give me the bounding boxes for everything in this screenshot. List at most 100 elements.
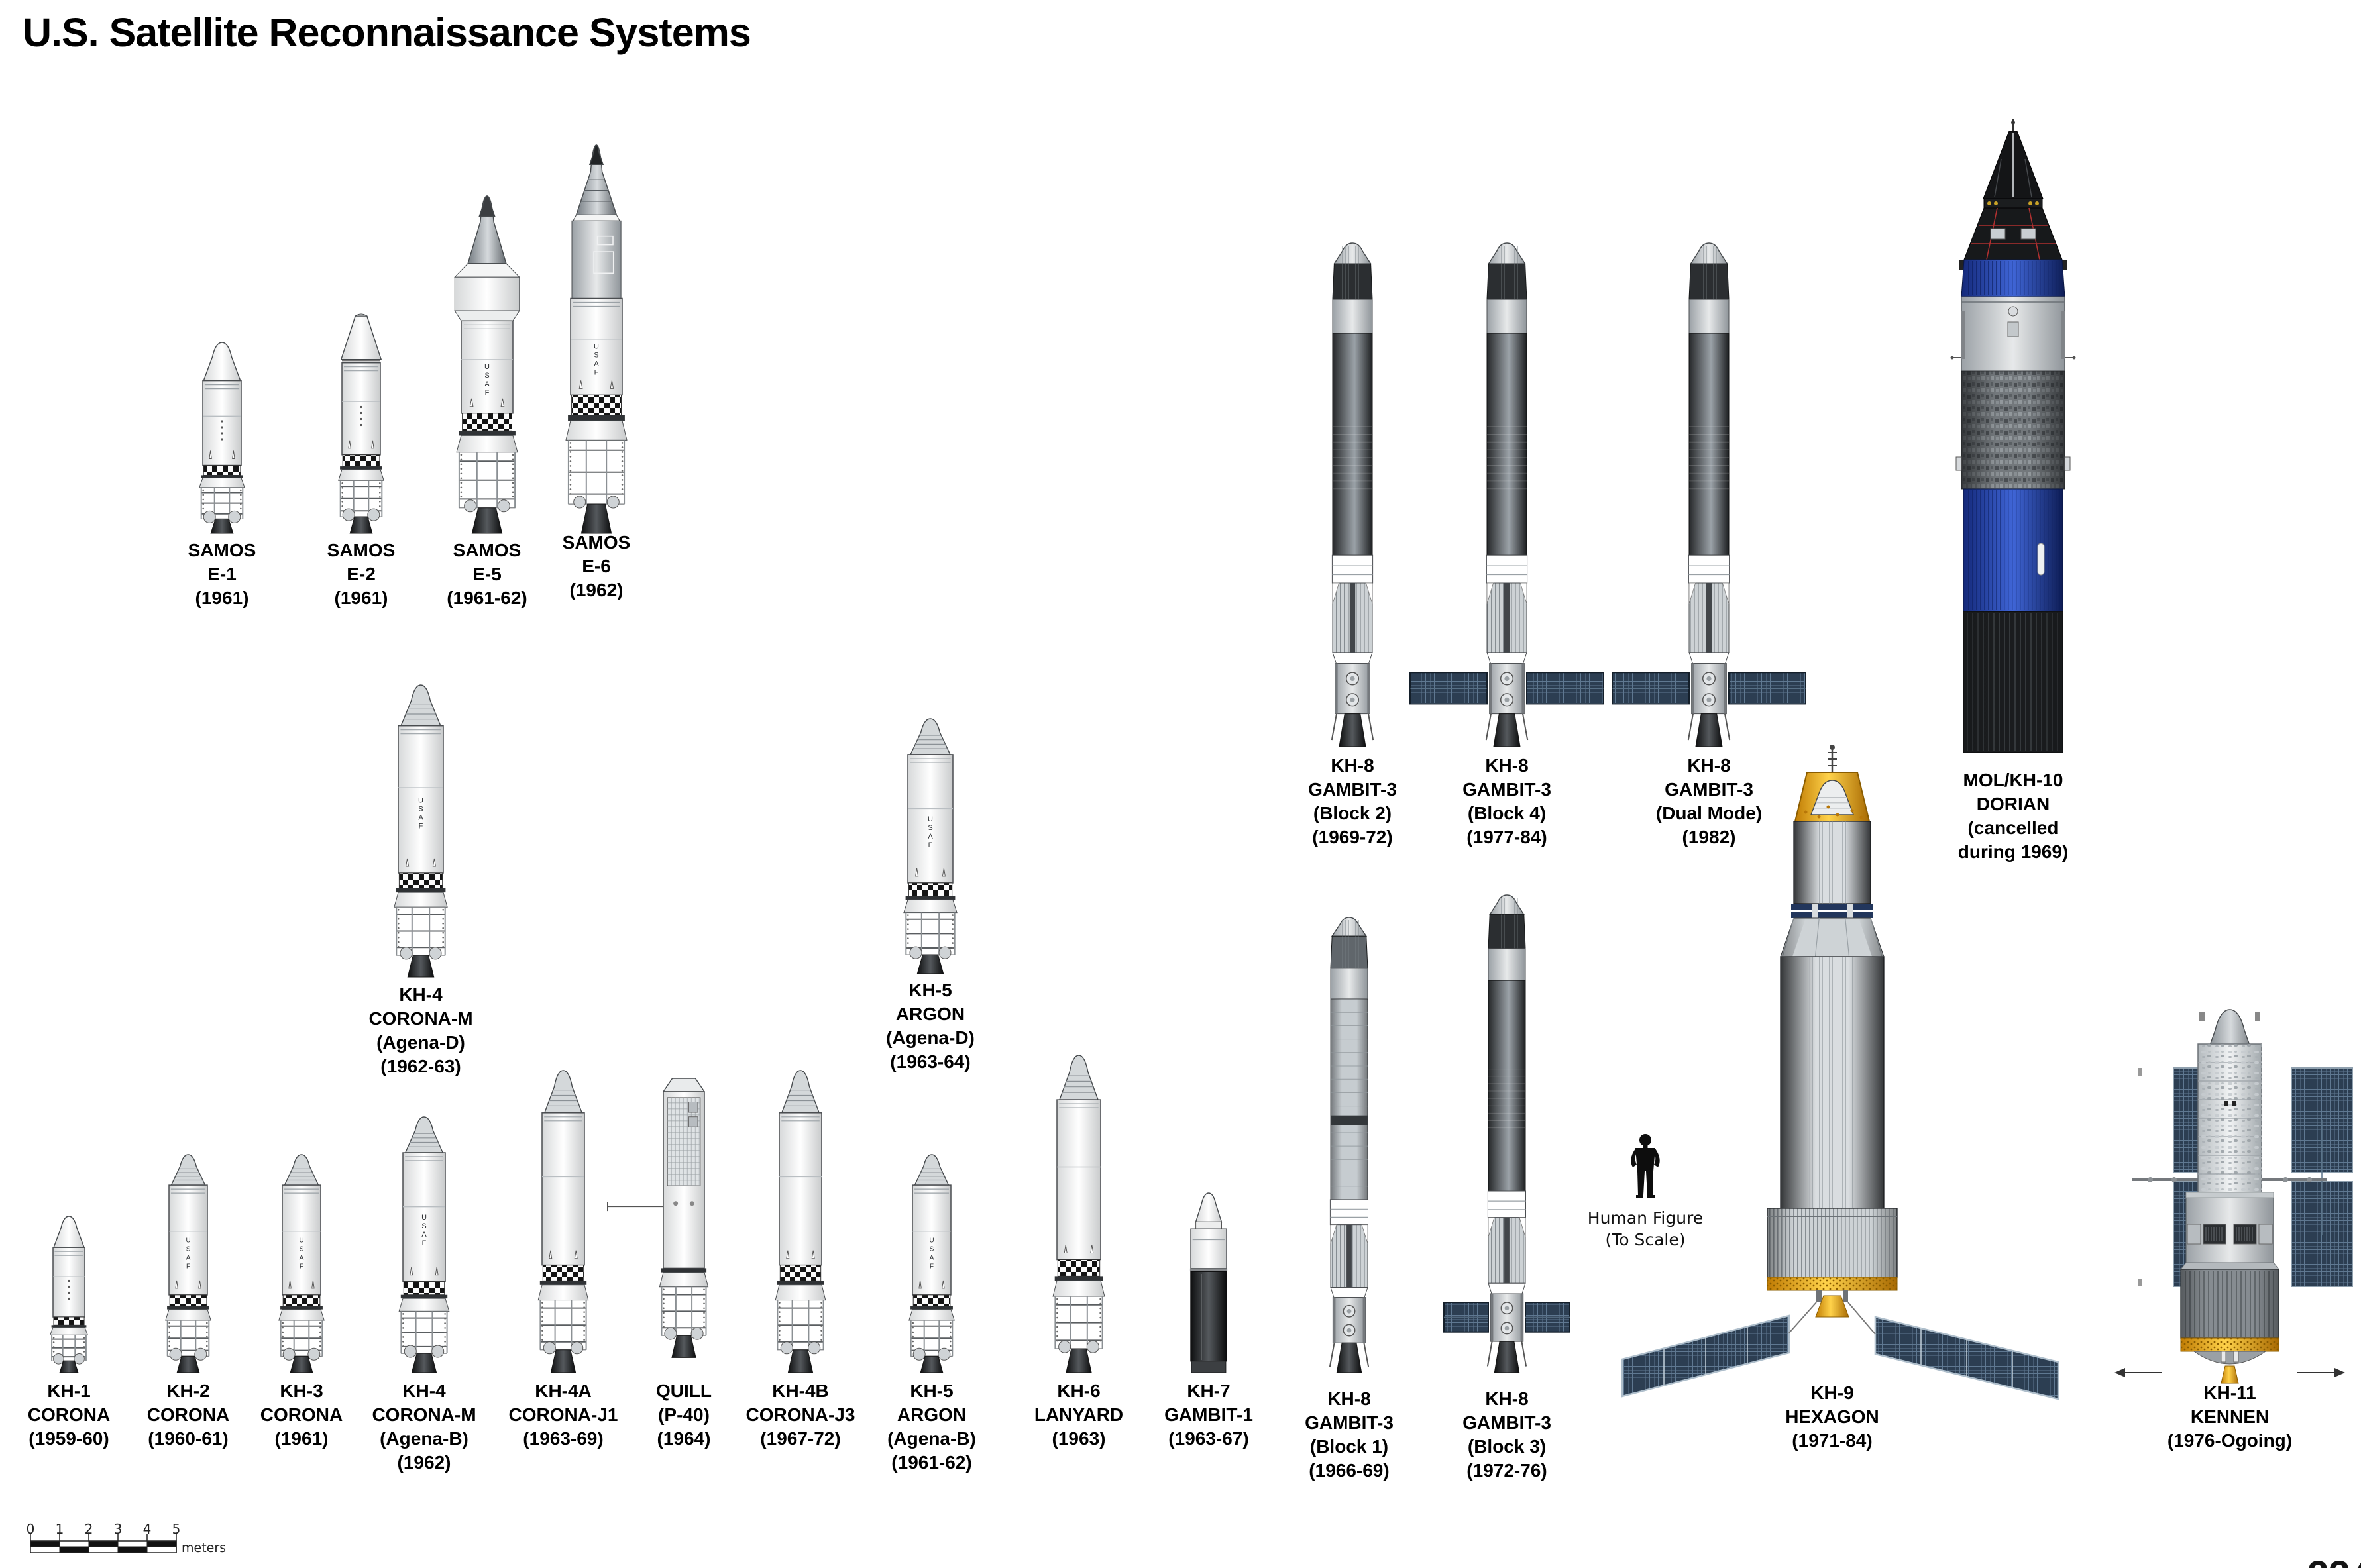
scale-tick-3: 3 (113, 1521, 123, 1537)
kh11-kennen-drawing (2114, 1009, 2353, 1384)
human-figure-label-line: (To Scale) (1605, 1230, 1686, 1249)
kh8-gambit-3-block-3-label-line: KH-8 (1485, 1388, 1529, 1409)
mol-kh10-dorian-label-line: (cancelled (1967, 817, 2059, 838)
kh8-gambit-3-block-2-label-line: (1969-72) (1312, 827, 1393, 847)
samos-e6-label-line: (1962) (569, 580, 624, 600)
kh4b-corona-j3-label-line: CORONA-J3 (745, 1404, 855, 1425)
svg-text:S: S (418, 805, 423, 813)
kh1-corona-label-line: (1959-60) (28, 1428, 109, 1449)
kh6-lanyard-drawing (1052, 1055, 1105, 1373)
kh8-gambit-3-block-3-label-line: (1972-76) (1466, 1460, 1547, 1481)
svg-text:A: A (421, 1231, 427, 1239)
kh4-corona-m-agena-d-label-line: KH-4 (399, 984, 443, 1005)
svg-text:U: U (484, 363, 490, 371)
svg-text:A: A (928, 833, 933, 841)
kh8-gambit-3-dual-mode-drawing (1612, 242, 1806, 747)
svg-text:S: S (186, 1245, 191, 1253)
svg-text:S: S (484, 372, 489, 380)
kh4b-corona-j3-label-line: (1967-72) (760, 1428, 841, 1449)
samos-e5-label-line: E-5 (472, 564, 502, 584)
kh1-corona-label-line: CORONA (27, 1404, 111, 1425)
svg-text:A: A (300, 1254, 304, 1261)
svg-text:U: U (186, 1237, 190, 1244)
scale-tick-1: 1 (55, 1521, 64, 1537)
samos-e5-label-line: SAMOS (453, 540, 522, 560)
svg-text:F: F (485, 389, 490, 397)
svg-text:F: F (930, 1263, 934, 1270)
kh4b-corona-j3-label: KH-4B CORONA-J3 (1967-72) (681, 1379, 920, 1451)
kh8-gambit-3-block-4-label-line: (1977-84) (1466, 827, 1547, 847)
samos-e2-drawing (338, 313, 384, 534)
kh8-gambit-3-block-2-label-line: (Block 2) (1313, 803, 1392, 823)
samos-e6-label-line: SAMOS (562, 532, 631, 552)
page-title: U.S. Satellite Reconnaissance Systems (23, 10, 751, 55)
samos-e1-drawing (199, 342, 245, 534)
kh4-corona-m-agena-b-label-line: CORONA-M (372, 1404, 476, 1425)
kh2-corona-label-line: CORONA (146, 1404, 230, 1425)
kh5-argon-agena-d-label-line: KH-5 (908, 980, 952, 1000)
kh4a-corona-j1-label-line: KH-4A (535, 1381, 592, 1401)
human-figure-icon (1631, 1134, 1660, 1198)
kh1-corona-drawing (49, 1216, 89, 1373)
samos-e2-label-line: SAMOS (327, 540, 396, 560)
samos-e5-label: SAMOS E-5 (1961-62) (368, 539, 606, 610)
svg-text:A: A (418, 813, 423, 821)
kh8-gambit-3-dual-mode-label-line: (1982) (1682, 827, 1736, 847)
kh6-lanyard-label-line: KH-6 (1057, 1381, 1101, 1401)
kh5-argon-agena-d-label-line: (1963-64) (890, 1051, 971, 1072)
kh5-argon-agena-b-label-line: KH-5 (910, 1381, 954, 1401)
mol-kh10-dorian-label-line: during 1969) (1957, 841, 2069, 862)
kh3-corona-label-line: (1961) (274, 1428, 329, 1449)
svg-text:A: A (930, 1254, 934, 1261)
quill-label: QUILL(P-40)(1964) (565, 1379, 803, 1451)
samos-e5-label-line: (1961-62) (447, 588, 527, 608)
scale-tick-0: 0 (26, 1521, 35, 1537)
kh8-gambit-3-block-4-label-line: (Block 4) (1467, 803, 1547, 823)
kh11-kennen-label-line: (1976-Ogoing) (2167, 1430, 2293, 1451)
kh9-hexagon-drawing (1621, 745, 2059, 1400)
kh8-gambit-3-block-2-label-line: GAMBIT-3 (1308, 779, 1397, 800)
kh8-gambit-3-block-1-label-line: GAMBIT-3 (1305, 1412, 1394, 1433)
kh4a-corona-j1-label-line: CORONA-J1 (508, 1404, 618, 1425)
kh7-gambit-1-drawing (1189, 1192, 1228, 1373)
svg-text:A: A (594, 360, 599, 368)
kh8-gambit-3-block-2-drawing (1331, 242, 1374, 747)
kh5-argon-agena-d-label-line: (Agena-D) (886, 1027, 975, 1048)
svg-text:F: F (422, 1239, 427, 1247)
kh4a-corona-j1-drawing (537, 1070, 589, 1373)
svg-text:U: U (418, 796, 423, 804)
samos-e1-label-line: (1961) (195, 588, 249, 608)
kh8-gambit-3-block-3-drawing (1443, 894, 1570, 1373)
human-figure-label-line: Human Figure (1587, 1208, 1704, 1228)
quill-label-line: QUILL (656, 1381, 712, 1401)
kh8-gambit-3-block-1-label-line: (Block 1) (1309, 1436, 1389, 1457)
scale-tick-4: 4 (142, 1521, 152, 1537)
svg-text:A: A (484, 380, 490, 388)
svg-text:U: U (299, 1237, 303, 1244)
kh4b-corona-j3-drawing (775, 1070, 826, 1373)
kh7-gambit-1-label-line: GAMBIT-1 (1164, 1404, 1253, 1425)
svg-text:U: U (594, 342, 599, 350)
quill-label-line: (P-40) (658, 1404, 710, 1425)
kh11-kennen-label-line: KENNEN (2190, 1406, 2270, 1427)
mol-kh10-dorian-label-line: MOL/KH-10 (1963, 770, 2063, 790)
svg-text:U: U (421, 1214, 427, 1222)
kh4b-corona-j3-label-line: KH-4B (772, 1381, 829, 1401)
